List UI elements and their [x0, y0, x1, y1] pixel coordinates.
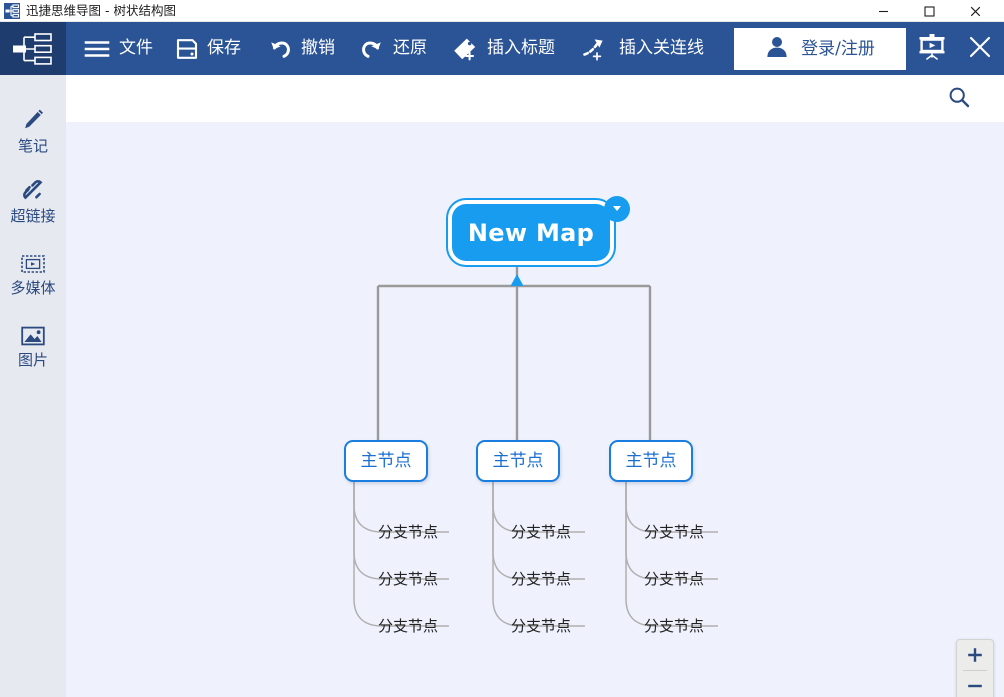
mindmap-tree-icon [13, 33, 52, 65]
hyperlink-chain-icon [20, 175, 46, 203]
toolbar-label-redo: 还原 [393, 38, 427, 58]
main-node-3-label: 主节点 [625, 450, 677, 471]
branch-node-3-2-label: 分支节点 [644, 570, 705, 588]
title-bar: 迅捷思维导图 - 树状结构图 [0, 0, 1004, 22]
presentation-mode-button[interactable] [908, 22, 956, 75]
toolbar-button-file[interactable]: 文件 [74, 22, 163, 75]
hamburger-menu-icon [84, 39, 110, 59]
window-minimize-button[interactable] [860, 0, 906, 22]
branch-node-2-3[interactable]: 分支节点 [511, 619, 571, 634]
sidebar-label-image: 图片 [17, 351, 48, 369]
toolbar-close-button[interactable] [956, 22, 1004, 75]
main-node-1-label: 主节点 [360, 450, 412, 471]
tag-plus-icon [452, 37, 478, 61]
app-mindmap-tree-icon [4, 3, 20, 19]
sidebar-item-notes[interactable]: 笔记 [0, 105, 66, 154]
sidebar-label-multimedia: 多媒体 [10, 279, 56, 297]
branch-node-1-2-label: 分支节点 [378, 570, 439, 588]
mindmap-canvas[interactable]: New Map 主节点 主节点 主节点 分支节点 分支节点 分支节点 [66, 122, 1004, 697]
branch-node-1-1-label: 分支节点 [378, 523, 439, 541]
branch-node-1-1[interactable]: 分支节点 [378, 525, 438, 540]
sidebar-item-multimedia[interactable]: 多媒体 [0, 247, 66, 296]
toolbar-label-file: 文件 [119, 38, 153, 58]
main-node-3[interactable]: 主节点 [609, 440, 693, 482]
main-node-2-label: 主节点 [492, 450, 544, 471]
zoom-control [956, 639, 994, 697]
zoom-control-divider [963, 670, 987, 671]
presentation-screen-icon [917, 33, 947, 65]
branch-node-2-1-label: 分支节点 [511, 523, 572, 541]
root-node-collapse-button[interactable] [604, 196, 630, 222]
sidebar-label-hyperlink: 超链接 [10, 207, 56, 225]
picture-image-icon [20, 319, 46, 347]
left-sidebar: 笔记 超链接 [0, 75, 66, 697]
zoom-in-button[interactable] [957, 640, 993, 670]
main-toolbar: 文件 保存 撤销 [66, 22, 1004, 75]
search-button[interactable] [946, 86, 972, 112]
branch-node-1-2[interactable]: 分支节点 [378, 572, 438, 587]
undo-arrow-icon [268, 38, 292, 60]
branch-node-1-3-label: 分支节点 [378, 617, 439, 635]
branch-node-2-2[interactable]: 分支节点 [511, 572, 571, 587]
toolbar-button-redo[interactable]: 还原 [350, 22, 437, 75]
branch-node-2-3-label: 分支节点 [511, 617, 572, 635]
window-close-button[interactable] [952, 0, 998, 22]
toolbar-button-save[interactable]: 保存 [166, 22, 251, 75]
search-magnifier-icon [947, 85, 971, 113]
chevron-down-icon [610, 200, 624, 219]
branch-node-3-1[interactable]: 分支节点 [644, 525, 704, 540]
relation-line-plus-icon [582, 37, 610, 61]
redo-arrow-icon [360, 38, 384, 60]
toolbar-label-save: 保存 [207, 38, 241, 58]
close-x-icon [967, 34, 993, 64]
root-connector-arrow [510, 274, 524, 286]
sidebar-label-notes: 笔记 [17, 137, 48, 155]
window-maximize-button[interactable] [906, 0, 952, 22]
multimedia-film-icon [20, 247, 46, 275]
app-logo-panel [0, 22, 66, 75]
sidebar-item-image[interactable]: 图片 [0, 319, 66, 368]
branch-node-2-2-label: 分支节点 [511, 570, 572, 588]
plus-icon [968, 648, 982, 662]
save-floppy-icon [176, 38, 198, 60]
branch-node-3-2[interactable]: 分支节点 [644, 572, 704, 587]
sidebar-item-hyperlink[interactable]: 超链接 [0, 175, 66, 224]
user-avatar-icon [765, 35, 789, 63]
zoom-out-button[interactable] [957, 671, 993, 697]
main-node-2[interactable]: 主节点 [476, 440, 560, 482]
connector-lines [353, 262, 718, 627]
window-title: 迅捷思维导图 - 树状结构图 [26, 3, 176, 18]
login-register-label: 登录/注册 [801, 38, 875, 59]
branch-node-3-3-label: 分支节点 [644, 617, 705, 635]
branch-node-3-1-label: 分支节点 [644, 523, 705, 541]
toolbar-button-insert-title[interactable]: 插入标题 [442, 22, 565, 75]
login-register-button[interactable]: 登录/注册 [734, 28, 906, 70]
toolbar-button-undo[interactable]: 撤销 [258, 22, 345, 75]
toolbar-label-insert-relation-line: 插入关连线 [619, 38, 704, 58]
root-node[interactable]: New Map [452, 204, 610, 261]
main-node-1[interactable]: 主节点 [344, 440, 428, 482]
branch-node-3-3[interactable]: 分支节点 [644, 619, 704, 634]
minus-icon [968, 684, 982, 688]
search-bar [66, 75, 1004, 122]
branch-node-2-1[interactable]: 分支节点 [511, 525, 571, 540]
branch-node-1-3[interactable]: 分支节点 [378, 619, 438, 634]
toolbar-button-insert-relation-line[interactable]: 插入关连线 [572, 22, 714, 75]
title-bar-divider [0, 21, 1004, 22]
toolbar-label-undo: 撤销 [301, 38, 335, 58]
toolbar-label-insert-title: 插入标题 [487, 38, 555, 58]
pencil-icon [20, 105, 46, 133]
root-node-label: New Map [467, 218, 595, 247]
